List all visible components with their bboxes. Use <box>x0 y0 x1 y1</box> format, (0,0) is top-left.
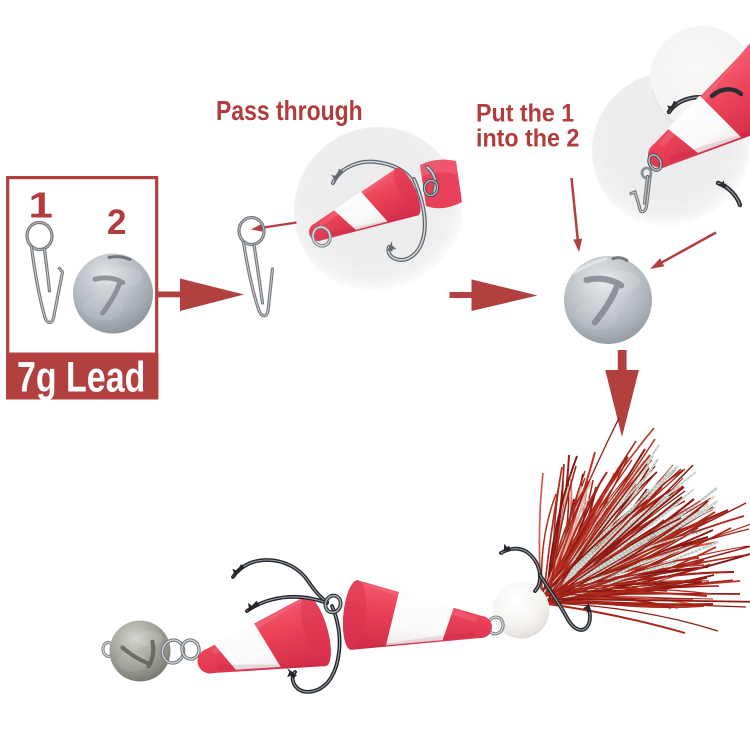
svg-text:2: 2 <box>107 203 126 242</box>
svg-text:into the 2: into the 2 <box>476 125 579 153</box>
svg-text:7g Lead: 7g Lead <box>17 354 145 402</box>
svg-text:Pass through: Pass through <box>216 96 363 127</box>
svg-text:Put the 1: Put the 1 <box>476 100 574 128</box>
svg-text:1: 1 <box>29 185 53 225</box>
